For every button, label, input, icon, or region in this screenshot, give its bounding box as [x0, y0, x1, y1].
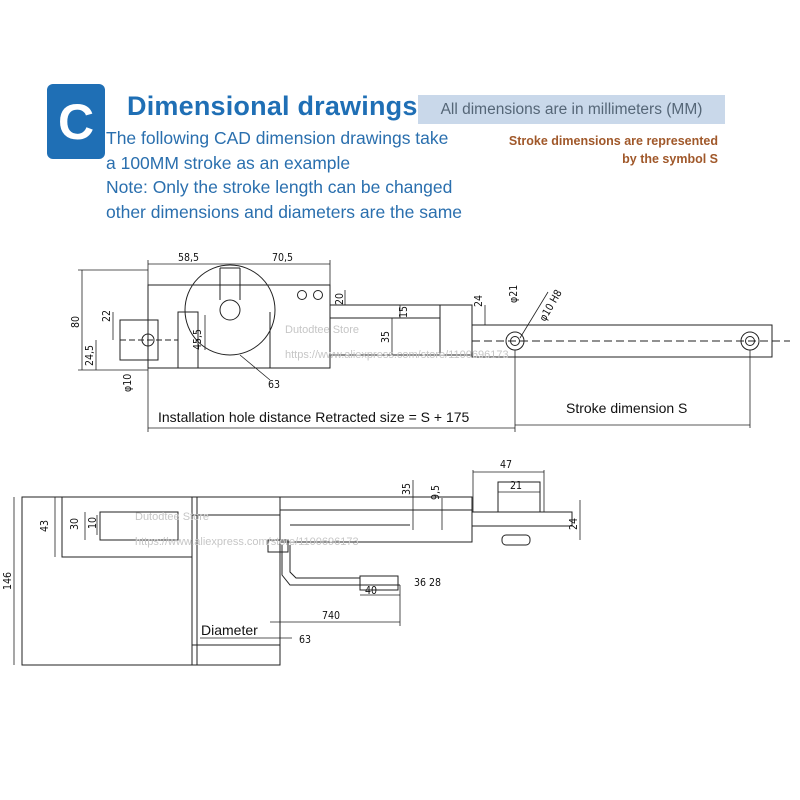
dim-24-top: 24 — [473, 295, 485, 307]
dim-63-top: 63 — [268, 379, 280, 391]
watermark-url-bottom: https://www.aliexpress.com/store/1100696… — [135, 536, 359, 548]
dim-58-5: 58,5 — [178, 252, 199, 264]
dim-21: 21 — [510, 480, 522, 492]
side-tube — [61, 496, 193, 558]
caption-stroke-dimension: Stroke dimension S — [566, 400, 687, 416]
dim-24-5: 24,5 — [84, 345, 96, 366]
side-view: 146 43 30 10 35 9,5 47 21 24 40 36 28 74… — [2, 459, 581, 666]
page-title: Dimensional drawings — [127, 91, 418, 121]
gear-circle — [184, 264, 276, 356]
dim-35-side: 35 — [401, 483, 413, 495]
dim-80: 80 — [70, 316, 82, 328]
dim-40: 40 — [365, 585, 377, 597]
intro-line: other dimensions and diameters are the s… — [106, 201, 463, 222]
cable-gland — [267, 539, 289, 553]
side-dimension-lines — [13, 470, 581, 665]
screw-hole — [297, 290, 307, 300]
dim-phi21: φ21 — [508, 285, 520, 303]
caption-retracted-size: Installation hole distance Retracted siz… — [158, 409, 470, 425]
side-motor — [191, 496, 281, 666]
dim-43: 43 — [39, 520, 51, 532]
dim-30: 30 — [69, 518, 81, 530]
dim-740: 740 — [322, 610, 340, 622]
dim-63-side: 63 — [299, 634, 311, 646]
dim-20: 20 — [334, 293, 346, 305]
dim-15: 15 — [398, 306, 410, 318]
stroke-note: Stroke dimensions are represented by the… — [509, 132, 718, 168]
units-note: All dimensions are in millimeters (MM) — [418, 95, 725, 124]
watermark-url-top: https://www.aliexpress.com/store/1100696… — [285, 349, 509, 361]
watermark-store-bottom: Dutodtee Store — [135, 511, 209, 523]
section-badge: C — [47, 84, 105, 159]
watermark-store-top: Dutodtee Store — [285, 324, 359, 336]
dim-wire: 36 28 — [414, 577, 441, 589]
screw-hole — [313, 290, 323, 300]
cable — [281, 545, 400, 586]
dim-phi10-left: φ10 — [122, 374, 134, 392]
side-clevis — [497, 481, 541, 513]
cable — [289, 545, 360, 579]
caption-diameter: Diameter — [201, 622, 258, 638]
dim-24-side: 24 — [568, 518, 580, 530]
stroke-note-line: Stroke dimensions are represented — [508, 134, 718, 148]
dim-35-top: 35 — [380, 331, 392, 343]
intro-line: The following CAD dimension drawings tak… — [106, 128, 449, 148]
dim-22: 22 — [101, 310, 113, 322]
dim-45-5: 45,5 — [192, 329, 204, 350]
dim-70-5: 70,5 — [272, 252, 293, 264]
cable-connector — [359, 575, 399, 591]
side-rod-end — [471, 511, 573, 527]
intro-text: The following CAD dimension drawings tak… — [106, 126, 462, 224]
dim-146: 146 — [2, 572, 14, 590]
dim-10: 10 — [87, 517, 99, 529]
gear-slot — [219, 267, 241, 300]
top-view: 58,5 70,5 80 22 24,5 φ10 45,5 63 20 15 3… — [70, 252, 790, 432]
gear-hub — [219, 299, 241, 321]
top-dimension-lines — [78, 260, 751, 432]
dim-phi10-h8: φ10 H8 — [537, 288, 565, 324]
side-clevis-pin — [501, 534, 531, 546]
intro-line: Note: Only the stroke length can be chan… — [106, 177, 453, 198]
dim-47: 47 — [500, 459, 512, 471]
intro-line: a 100MM stroke as an example — [106, 152, 351, 173]
stroke-note-line: by the symbol S — [622, 152, 718, 166]
dim-9-5: 9,5 — [430, 485, 442, 500]
